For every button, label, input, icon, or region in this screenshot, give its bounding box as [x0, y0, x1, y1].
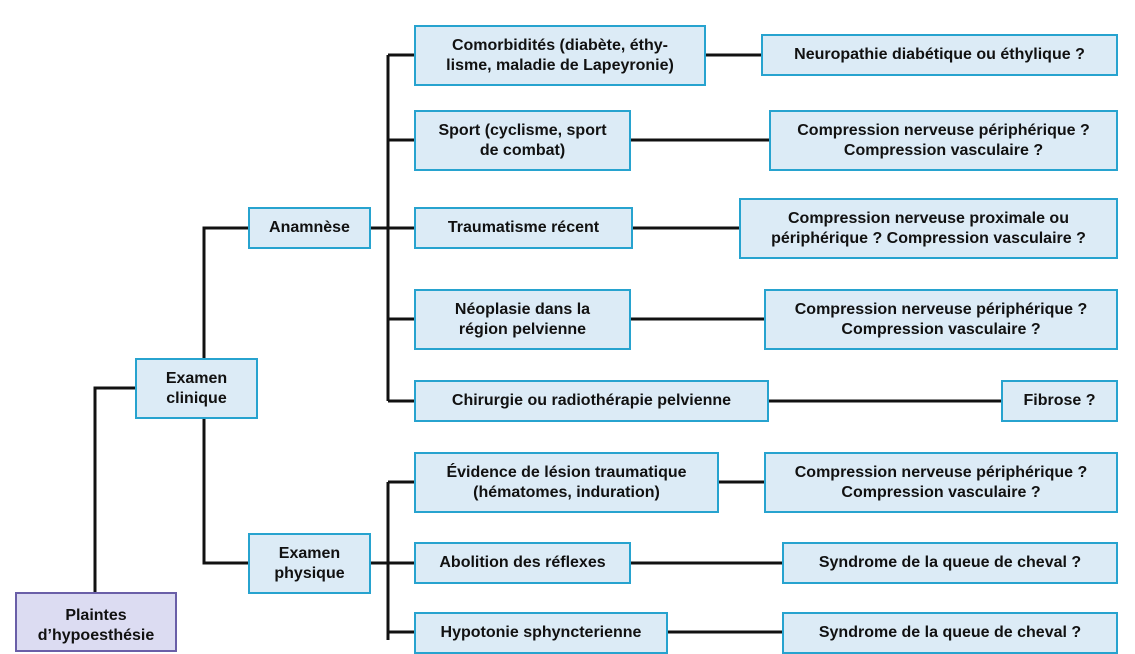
finding-abolition-reflexes: Abolition des réflexes — [414, 542, 631, 584]
finding-hypotonie: Hypotonie sphyncterienne — [414, 612, 668, 654]
diagnosis-queue-cheval-1: Syndrome de la queue de cheval ? — [782, 542, 1118, 584]
diagnosis-sport: Compression nerveuse périphérique ? Comp… — [769, 110, 1118, 171]
connector-root-clinique — [93, 386, 135, 592]
diagnosis-queue-cheval-2: Syndrome de la queue de cheval ? — [782, 612, 1118, 654]
finding-sport: Sport (cyclisme, sport de combat) — [414, 110, 631, 171]
finding-neoplasie: Néoplasie dans la région pelvienne — [414, 289, 631, 350]
connector-anamnese-trunk — [370, 55, 390, 401]
connector-clinique-anamnese — [202, 226, 248, 358]
diagnosis-neuropathie: Neuropathie diabétique ou éthylique ? — [761, 34, 1118, 76]
connector-clinique-physique — [202, 418, 248, 565]
finding-comorbidites: Comorbidités (diabète, éthy- lisme, mala… — [414, 25, 706, 86]
root-complaint-box: Plaintes d’hypoesthésie — [15, 592, 177, 652]
diagnosis-fibrose: Fibrose ? — [1001, 380, 1118, 422]
finding-chirurgie: Chirurgie ou radiothérapie pelvienne — [414, 380, 769, 422]
connector-physique-trunk — [370, 482, 390, 640]
examen-physique-box: Examen physique — [248, 533, 371, 594]
anamnese-box: Anamnèse — [248, 207, 371, 249]
examen-clinique-box: Examen clinique — [135, 358, 258, 419]
finding-traumatisme: Traumatisme récent — [414, 207, 633, 249]
diagnosis-neoplasie: Compression nerveuse périphérique ? Comp… — [764, 289, 1118, 350]
diagnosis-traumatisme: Compression nerveuse proximale ou périph… — [739, 198, 1118, 259]
connector-lines — [93, 53, 1002, 640]
finding-lesion-traumatique: Évidence de lésion traumatique (hématome… — [414, 452, 719, 513]
diagnosis-lesion: Compression nerveuse périphérique ? Comp… — [764, 452, 1118, 513]
